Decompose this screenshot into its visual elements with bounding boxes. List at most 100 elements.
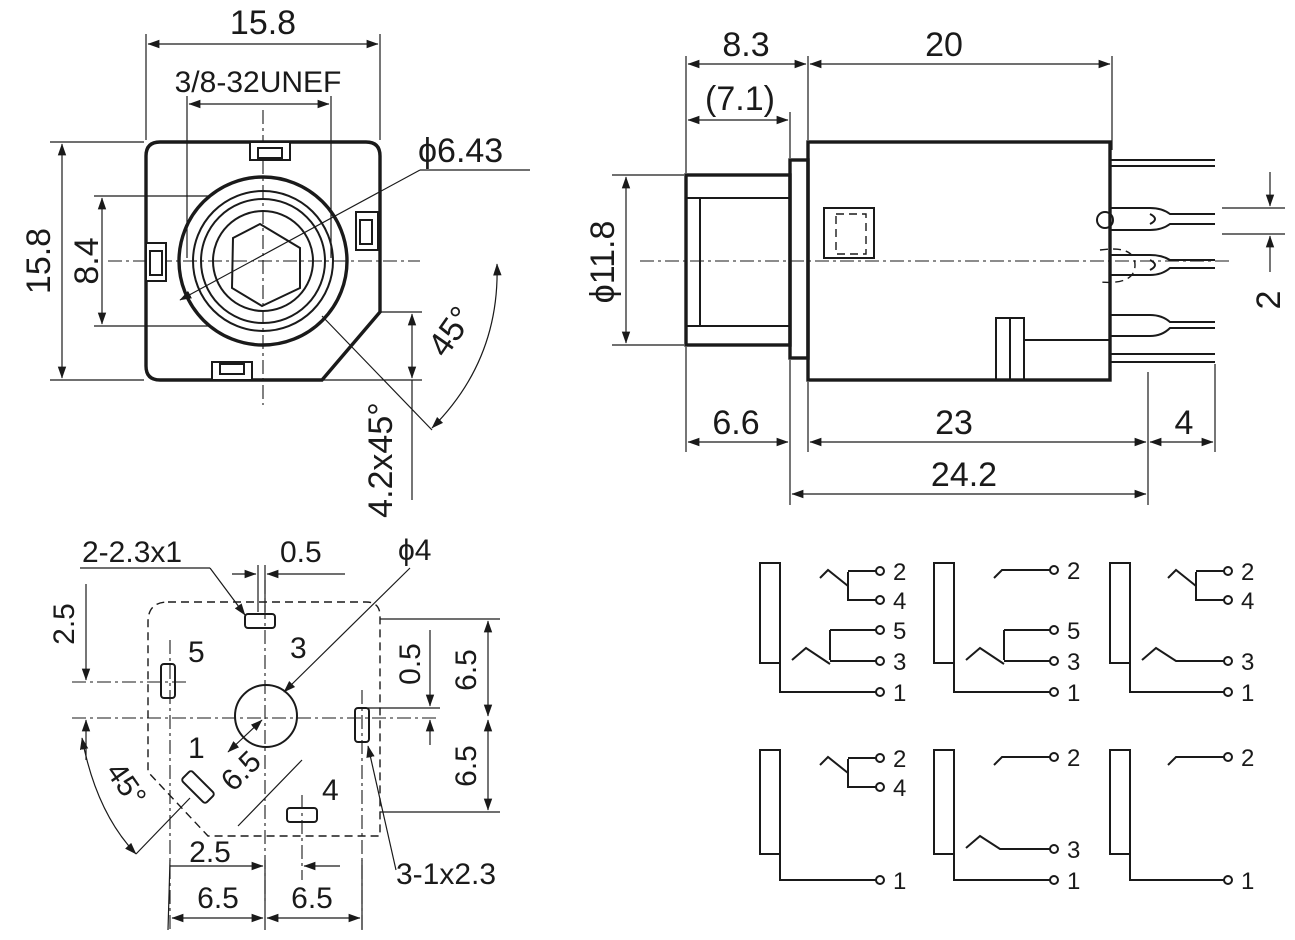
schematic-2-label-1: 1 [1067, 680, 1080, 707]
schematic-1-switch-top [819, 568, 849, 587]
front-thread-label: 3/8-32UNEF [175, 66, 342, 99]
schematic-2-sleeve [933, 562, 955, 664]
schematic-1-label-4: 4 [893, 588, 906, 615]
side-nut-length-label: 8.3 [722, 26, 769, 64]
front-view: 15.8 3/8-32UNEF 15.8 8.4 ϕ6.43 45° 4.2x4… [20, 4, 530, 518]
pcb-slot-top-label: 2-2.3x1 [82, 536, 182, 569]
pcb-angle-label: 45° [99, 757, 152, 813]
schematic-5-node-2 [1049, 752, 1059, 762]
schematic-2: 2 5 3 1 [933, 558, 1080, 707]
schematic-3-label-4: 4 [1241, 588, 1254, 615]
front-tab-left-inner [149, 250, 163, 276]
front-tab-top [249, 141, 291, 161]
diameter-leader [179, 169, 421, 301]
schematic-4-label-4: 4 [893, 775, 906, 802]
schematic-5-node-1 [1049, 875, 1059, 885]
front-angle-label: 45° [421, 300, 482, 364]
side-nut [684, 173, 792, 347]
side-pin-extension-label: 4 [1175, 404, 1194, 442]
schematic-6-line-1 [1129, 854, 1224, 881]
front-height-label: 15.8 [20, 228, 58, 294]
side-bushing-label: 6.6 [712, 404, 759, 442]
pcb-right-offset-label: 0.5 [394, 643, 427, 685]
side-boss [823, 207, 875, 259]
pcb-slot-5 [160, 663, 176, 699]
pcb-diag-dim [227, 719, 263, 753]
schematic-3-label-2: 2 [1241, 559, 1254, 586]
side-boss-hidden [835, 213, 867, 255]
front-diameter-label: ϕ6.43 [418, 132, 503, 170]
schematic-3-line-1 [1129, 663, 1224, 693]
side-flange [788, 158, 810, 360]
schematic-3-node-1 [1223, 687, 1233, 697]
schematic-6: 2 1 [1109, 745, 1254, 895]
side-pitch-label: 2 [1250, 291, 1288, 310]
schematic-6-node-2 [1223, 752, 1233, 762]
pcb-pin-1: 1 [188, 732, 205, 765]
pcb-slot-bottom-label: 3-1x2.3 [396, 858, 496, 891]
schematic-2-node-2 [1049, 565, 1059, 575]
schematic-3-switch-tip [1141, 646, 1224, 662]
pcb-diag-label: 6.5 [215, 745, 268, 798]
front-tab-bottom [211, 361, 253, 381]
schematic-1-label-2: 2 [893, 559, 906, 586]
schematic-3-link-4 [1195, 572, 1224, 601]
schematic-4-node-4 [875, 782, 885, 792]
schematic-4-link-4 [847, 759, 876, 788]
schematic-1-node-5 [875, 625, 885, 635]
side-overall-label: 24.2 [931, 456, 997, 494]
schematic-6-label-1: 1 [1241, 868, 1254, 895]
pcb-left-offset-label: 2.5 [48, 603, 81, 645]
schematic-4-label-1: 1 [893, 868, 906, 895]
pcb-bottom-right-label: 6.5 [291, 882, 333, 915]
schematic-2-switch-top [993, 569, 1050, 579]
side-body-total-label: 23 [935, 404, 973, 442]
side-nut-alt-label: (7.1) [705, 80, 775, 118]
schematic-6-node-1 [1223, 875, 1233, 885]
schematic-2-switch-tip [965, 646, 1005, 665]
schematic-4-node-1 [875, 875, 885, 885]
schematic-3-node-2 [1223, 566, 1233, 576]
schematic-3-node-4 [1223, 595, 1233, 605]
slot-top-leader [209, 567, 246, 616]
slot-bottom-leader [366, 745, 397, 871]
pcb-slot-4 [286, 807, 318, 823]
schematic-5-switch-top [993, 756, 1050, 766]
side-hole [1096, 211, 1114, 229]
pcb-bottom-offset-label: 2.5 [189, 836, 231, 869]
pcb-pin-5: 5 [188, 636, 205, 669]
schematic-4-label-2: 2 [893, 746, 906, 773]
schematic-5-line-1 [953, 854, 1050, 881]
schematic-5-label-1: 1 [1067, 868, 1080, 895]
pcb-layout: 3 5 1 4 2-2.3x1 0.5 ϕ4 2.5 0.5 6.5 6.5 [48, 534, 500, 931]
schematic-1-node-2 [875, 566, 885, 576]
schematic-1-node-3 [875, 656, 885, 666]
front-ring-outer [177, 175, 349, 347]
side-terminals [1099, 159, 1215, 363]
side-body [806, 140, 1112, 382]
angle-arc [431, 263, 502, 429]
schematic-3-switch-top [1167, 568, 1197, 587]
schematic-2-node-3 [1049, 656, 1059, 666]
pcb-upper-half-label: 6.5 [450, 649, 483, 691]
front-chamfer-label: 4.2x45° [362, 402, 400, 518]
front-ring-inner [212, 210, 314, 312]
schematic-4-line-1 [779, 854, 876, 881]
schematic-4-switch-top [819, 755, 849, 774]
side-diameter-label: ϕ11.8 [584, 221, 622, 304]
front-tab-top-inner [257, 147, 283, 159]
pcb-angle-ref [135, 797, 191, 855]
schematic-3-label-3: 3 [1241, 649, 1254, 676]
schematic-1-node-1 [875, 687, 885, 697]
pcb-outline [147, 601, 381, 837]
schematic-6-switch-top [1167, 756, 1224, 766]
front-tab-bottom-inner [219, 363, 245, 375]
pcb-slot-2 [354, 707, 370, 743]
schematic-4: 2 4 1 [759, 746, 906, 895]
pcb-lower-half-label: 6.5 [450, 745, 483, 787]
hole-leader [283, 567, 411, 693]
schematic-4-sleeve [759, 749, 781, 855]
schematic-5-switch-tip [965, 834, 1050, 850]
schematic-6-label-2: 2 [1241, 745, 1254, 772]
